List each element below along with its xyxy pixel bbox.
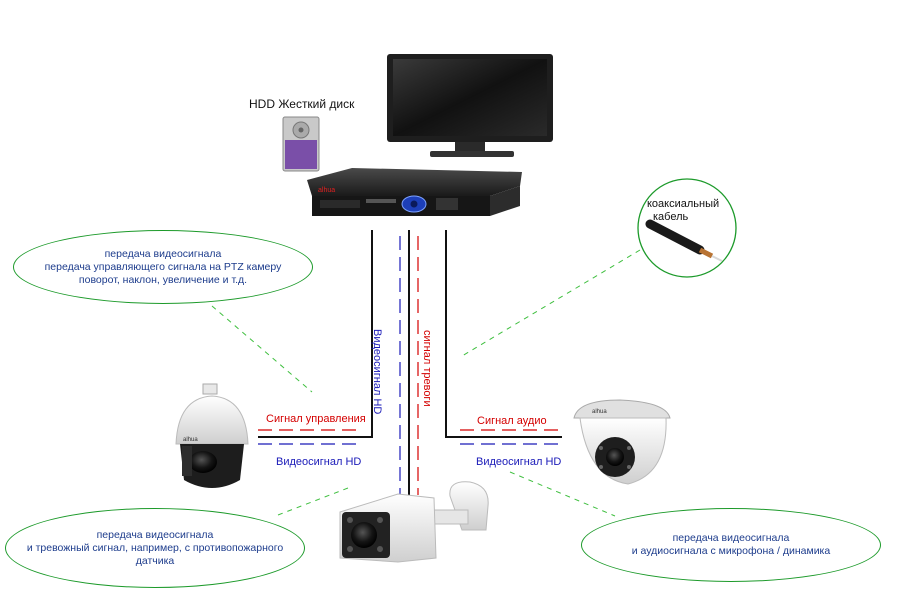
ptz-bubble-line1: передача видеосигнала — [104, 247, 222, 260]
hdd-icon — [282, 116, 320, 172]
dvr-brand-text: alhua — [318, 187, 335, 194]
video-hd-right-label: Видеосигнал HD — [476, 456, 562, 468]
hdd-label: HDD Жесткий диск — [249, 97, 355, 111]
callout-lines — [211, 249, 641, 517]
cable-lines — [258, 230, 562, 495]
svg-text:alhua: alhua — [183, 437, 198, 443]
dome-camera-icon: alhua — [573, 399, 671, 485]
dome-bubble-line2: и аудиосигнала с микрофона / динамика — [631, 545, 831, 557]
bullet-bubble-line2: и тревожный сигнал, например, с противоп… — [26, 541, 284, 554]
ptz-camera-icon: alhua — [175, 383, 249, 488]
coax-cable-bubble — [637, 178, 737, 278]
audio-signal-label: Сигнал аудио — [477, 415, 547, 427]
bullet-bubble-line1: передача видеосигнала — [96, 528, 214, 541]
alarm-signal-vertical-label: сигнал тревоги — [421, 330, 433, 407]
ptz-bubble-line3: поворот, наклон, увеличение и т.д. — [78, 273, 248, 286]
bullet-description-bubble: передача видеосигнала и тревожный сигнал… — [5, 508, 305, 588]
coax-label: коаксиальный кабель — [647, 198, 719, 224]
bullet-bubble-line3: датчика — [135, 554, 175, 567]
ptz-description-bubble: передача видеосигнала передача управляющ… — [13, 230, 313, 304]
control-signal-label: Сигнал управления — [266, 413, 366, 425]
dvr-recorder-icon: alhua — [307, 168, 522, 216]
svg-text:alhua: alhua — [592, 409, 607, 415]
dome-bubble-line1: передача видеосигнала — [672, 532, 790, 544]
ptz-bubble-line2: передача управляющего сигнала на PTZ кам… — [44, 260, 282, 273]
coax-label-line2: кабель — [653, 211, 689, 223]
coax-label-line1: коаксиальный — [647, 198, 720, 210]
dome-description-bubble: передача видеосигнала и аудиосигнала с м… — [581, 508, 881, 582]
monitor-icon — [387, 54, 553, 157]
video-hd-vertical-label: Видеосигнал HD — [371, 329, 383, 415]
video-hd-left-label: Видеосигнал HD — [276, 456, 362, 468]
bullet-camera-icon — [339, 481, 489, 563]
